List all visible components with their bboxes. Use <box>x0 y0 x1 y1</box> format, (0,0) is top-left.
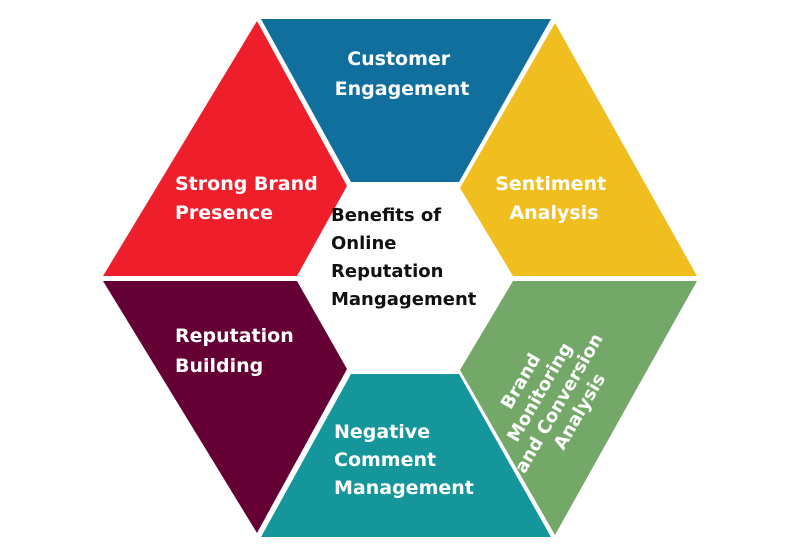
segment-customer-engagement-label: Customer Engagement <box>335 48 470 100</box>
segment-customer-engagement-shape <box>261 19 551 182</box>
segment-negative-comment-management: Negative Comment Management <box>261 374 551 537</box>
segment-reputation-building: Reputation Building <box>103 281 347 533</box>
segment-sentiment-analysis-shape <box>460 23 697 276</box>
segment-brand-monitoring-shape <box>460 281 697 535</box>
segment-reputation-building-label: Reputation Building <box>175 325 300 377</box>
segment-sentiment-analysis: Sentiment Analysis <box>460 23 697 276</box>
segment-brand-monitoring: Brand Monitoring and Conversion Analysis <box>460 281 697 535</box>
segment-strong-brand-presence: Strong Brand Presence <box>103 21 347 276</box>
segment-strong-brand-presence-shape <box>103 21 347 276</box>
center-title: Benefits of Online Reputation Mangagemen… <box>331 205 477 310</box>
segment-customer-engagement: Customer Engagement <box>261 19 551 182</box>
segment-reputation-building-shape <box>103 281 347 533</box>
segment-strong-brand-presence-label: Strong Brand Presence <box>175 173 324 224</box>
segment-sentiment-analysis-label: Sentiment Analysis <box>495 173 613 224</box>
segment-negative-comment-management-shape <box>261 374 551 537</box>
segment-negative-comment-management-label: Negative Comment Management <box>334 421 474 499</box>
